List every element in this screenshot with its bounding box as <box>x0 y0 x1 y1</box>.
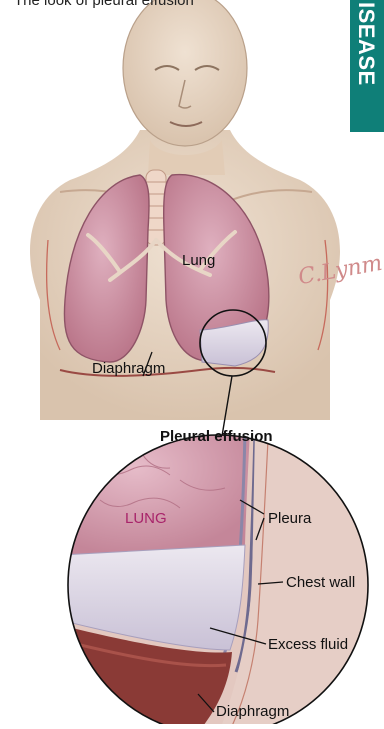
label-pleura: Pleura <box>268 510 311 528</box>
top-caption: The look of pleural effusion <box>14 0 194 9</box>
side-tab-label: ISEASE <box>355 2 379 86</box>
label-pleural-effusion: Pleural effusion <box>160 428 273 446</box>
label-lung: Lung <box>182 252 215 270</box>
label-diaphragm-top: Diaphragm <box>92 360 165 378</box>
label-excess-fluid: Excess fluid <box>268 636 348 654</box>
label-diaphragm-bottom: Diaphragm <box>216 703 289 721</box>
label-lung-detail: LUNG <box>125 510 167 528</box>
label-chest-wall: Chest wall <box>286 574 355 592</box>
